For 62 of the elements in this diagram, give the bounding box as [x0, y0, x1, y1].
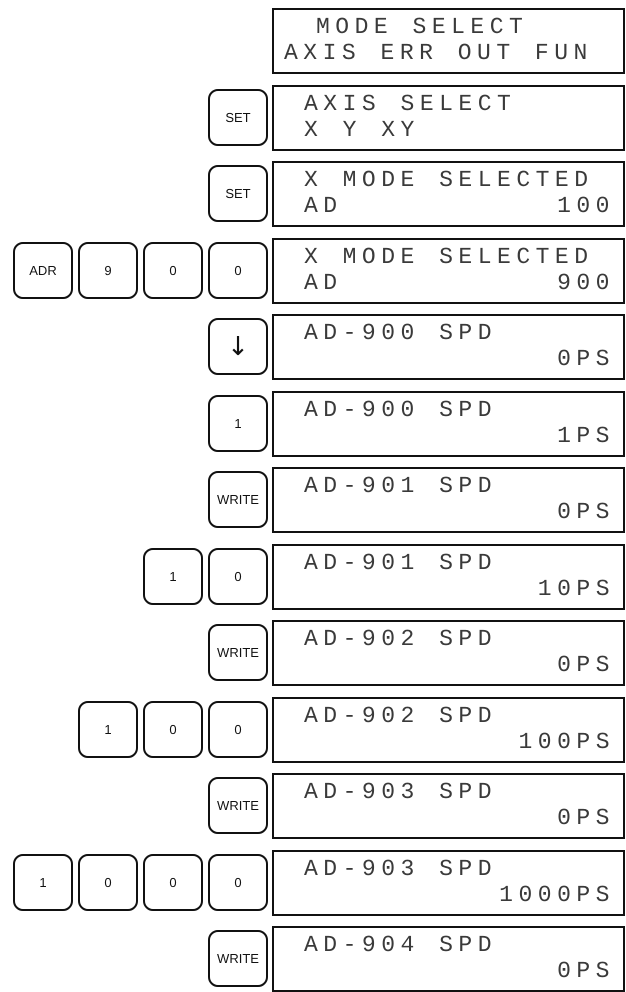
lcd-display	[272, 696, 625, 762]
display-text: 900	[557, 270, 615, 296]
display-text: AD-900 SPD	[304, 320, 498, 346]
display-text: AD-904 SPD	[304, 932, 498, 958]
lcd-display	[272, 238, 625, 304]
display-text: AXIS ERR OUT FUN	[284, 40, 593, 66]
keypad-key: 0	[208, 242, 268, 298]
keypad-key: 1	[143, 548, 203, 604]
lcd-display	[272, 926, 625, 992]
display-text: X Y XY	[304, 116, 420, 142]
display-text: 0PS	[557, 652, 615, 678]
display-text: AD-901 SPD	[304, 550, 498, 576]
lcd-display	[272, 850, 625, 916]
display-text: AD-902 SPD	[304, 702, 498, 728]
keypad-key: 0	[208, 700, 268, 758]
display-text: 0PS	[557, 805, 615, 831]
display-text: AD-903 SPD	[304, 856, 498, 882]
display-text: AD-901 SPD	[304, 473, 498, 499]
lcd-display	[272, 390, 625, 456]
lcd-display	[272, 84, 625, 150]
lcd-display	[272, 8, 625, 74]
display-text: AD-903 SPD	[304, 779, 498, 805]
display-text: 1000PS	[499, 882, 615, 908]
keypad-key: WRITE	[208, 777, 268, 834]
keypad-key: WRITE	[208, 624, 268, 681]
display-text: 0PS	[557, 499, 615, 525]
display-text: AD	[304, 193, 343, 219]
display-text: AD-900 SPD	[304, 396, 498, 422]
lcd-display	[272, 314, 625, 380]
display-text: 10PS	[538, 576, 615, 602]
display-text: MODE SELECT	[316, 14, 528, 40]
keypad-key: 1	[78, 700, 138, 758]
display-text: AD	[304, 270, 343, 296]
keypad-key: 0	[208, 854, 268, 910]
display-text: 0PS	[557, 346, 615, 372]
lcd-display	[272, 773, 625, 839]
display-text: 0PS	[557, 958, 615, 984]
lcd-display	[272, 467, 625, 533]
down-arrow-key: ↓	[208, 318, 268, 375]
keypad-key: 0	[143, 854, 203, 910]
keypad-key: 0	[78, 854, 138, 910]
lcd-display	[272, 161, 625, 227]
lcd-display	[272, 544, 625, 610]
display-text: 100PS	[518, 728, 615, 754]
keypad-key: ADR	[13, 242, 73, 298]
keypad-key: 0	[143, 700, 203, 758]
keypad-key: 1	[208, 394, 268, 452]
display-text: X MODE SELECTED	[304, 167, 594, 193]
keypad-key: 0	[208, 548, 268, 604]
keypad-key: SET	[208, 165, 268, 222]
keypad-key: 9	[78, 242, 138, 298]
keypad-key: WRITE	[208, 471, 268, 528]
keypad-key: 1	[13, 854, 73, 910]
display-text: 100	[557, 193, 615, 219]
display-text: AXIS SELECT	[304, 90, 516, 116]
lcd-display	[272, 620, 625, 686]
display-text: X MODE SELECTED	[304, 244, 594, 270]
display-text: AD-902 SPD	[304, 626, 498, 652]
keypad-key: 0	[143, 242, 203, 298]
keypad-key: WRITE	[208, 930, 268, 987]
display-text: 1PS	[557, 422, 615, 448]
keypad-key: SET	[208, 88, 268, 146]
